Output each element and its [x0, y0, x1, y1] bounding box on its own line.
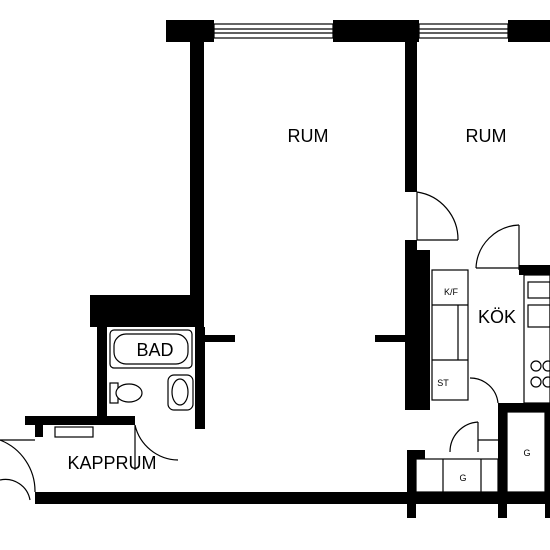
- room-label-kapprum: KAPPRUM: [67, 453, 156, 473]
- fixture-label-kf: K/F: [444, 287, 459, 297]
- coat-rack: [54, 426, 94, 438]
- room-label-kok: KÖK: [478, 307, 516, 327]
- kitchen-counter: [431, 269, 550, 404]
- room-label-rum-right: RUM: [466, 126, 507, 146]
- room-label-rum-left: RUM: [288, 126, 329, 146]
- window-right: [418, 23, 509, 39]
- door-kitchen: [475, 224, 520, 270]
- fixture-label-st: ST: [437, 378, 449, 388]
- walls: [25, 20, 550, 518]
- closets: [415, 411, 546, 493]
- toilet: [109, 382, 143, 404]
- fixture-label-g-left: G: [459, 473, 466, 483]
- bathtub: [109, 329, 193, 369]
- door-bathroom: [134, 424, 179, 470]
- fixture-label-g-right: G: [523, 448, 530, 458]
- door-between-rooms: [416, 191, 459, 241]
- window-left: [213, 23, 334, 39]
- sink: [167, 374, 194, 411]
- room-label-bad: BAD: [136, 340, 173, 360]
- door-closet: [449, 377, 499, 453]
- door-entrance: [0, 439, 36, 501]
